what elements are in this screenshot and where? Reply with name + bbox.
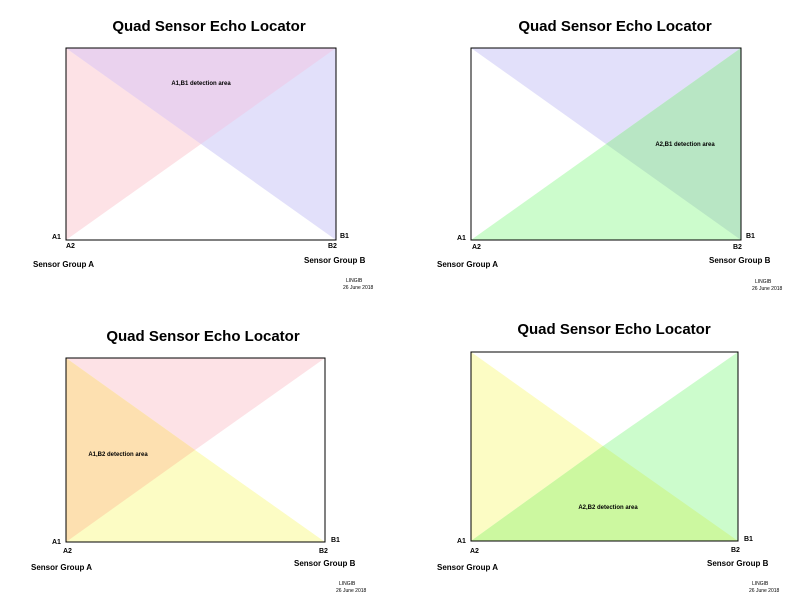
sensor-b2-label: B2	[328, 243, 337, 250]
overlap-region	[66, 358, 195, 542]
panel-title: Quad Sensor Echo Locator	[517, 321, 711, 338]
sensor-group-b-label: Sensor Group B	[709, 256, 771, 265]
sensor-group-b-label: Sensor Group B	[294, 559, 356, 568]
panel-a1-b1: Quad Sensor Echo Locator A1,B1 detection…	[33, 18, 374, 291]
detection-area-label: A1,B1 detection area	[171, 81, 231, 87]
overlap-region	[66, 48, 336, 144]
sensing-frame	[65, 357, 326, 543]
sensor-a1-label: A1	[52, 539, 61, 546]
credit-name: LINGIB	[752, 581, 769, 587]
credit-date: 26 June 2018	[343, 285, 374, 291]
sensing-frame	[470, 351, 739, 542]
sensor-b1-label: B1	[340, 233, 349, 240]
credit-name: LINGIB	[755, 279, 772, 285]
sensor-b1-label: B1	[331, 537, 340, 544]
credit-name: LINGIB	[346, 278, 363, 284]
sensor-group-a-label: Sensor Group A	[31, 563, 92, 572]
panel-a2-b2: Quad Sensor Echo Locator A2,B2 detection…	[437, 321, 780, 594]
sensor-a1-label: A1	[457, 538, 466, 545]
yellow-region	[66, 358, 325, 542]
sensor-a2-label: A2	[66, 243, 75, 250]
sensor-b2-label: B2	[733, 244, 742, 251]
sensor-group-a-label: Sensor Group A	[437, 260, 498, 269]
sensor-group-b-label: Sensor Group B	[707, 559, 769, 568]
detection-area-label: A2,B1 detection area	[655, 142, 715, 148]
sensing-frame	[470, 47, 742, 241]
sensor-b1-label: B1	[746, 233, 755, 240]
credit-date: 26 June 2018	[752, 286, 783, 292]
credit-date: 26 June 2018	[336, 588, 367, 594]
panel-title: Quad Sensor Echo Locator	[112, 18, 306, 35]
sensor-group-a-label: Sensor Group A	[33, 260, 94, 269]
panel-title: Quad Sensor Echo Locator	[106, 328, 300, 345]
sensor-b1-label: B1	[744, 536, 753, 543]
sensing-frame	[65, 47, 337, 241]
sensor-a2-label: A2	[63, 548, 72, 555]
overlap-region	[471, 446, 738, 541]
detection-area-label: A1,B2 detection area	[88, 452, 148, 458]
sensor-a2-label: A2	[470, 548, 479, 555]
sensor-group-a-label: Sensor Group A	[437, 563, 498, 572]
sensor-a1-label: A1	[457, 235, 466, 242]
sensor-a1-label: A1	[52, 234, 61, 241]
sensor-b2-label: B2	[319, 548, 328, 555]
pink-region	[66, 358, 325, 542]
panel-a1-b2: Quad Sensor Echo Locator A1,B2 detection…	[31, 328, 367, 594]
sensor-group-b-label: Sensor Group B	[304, 256, 366, 265]
credit-date: 26 June 2018	[749, 588, 780, 594]
panel-title: Quad Sensor Echo Locator	[518, 18, 712, 35]
sensor-a2-label: A2	[472, 244, 481, 251]
credit-name: LINGIB	[339, 581, 356, 587]
panel-a2-b1: Quad Sensor Echo Locator A2,B1 detection…	[437, 18, 783, 292]
overlap-region	[606, 48, 741, 240]
sensor-b2-label: B2	[731, 547, 740, 554]
detection-area-label: A2,B2 detection area	[578, 505, 638, 511]
